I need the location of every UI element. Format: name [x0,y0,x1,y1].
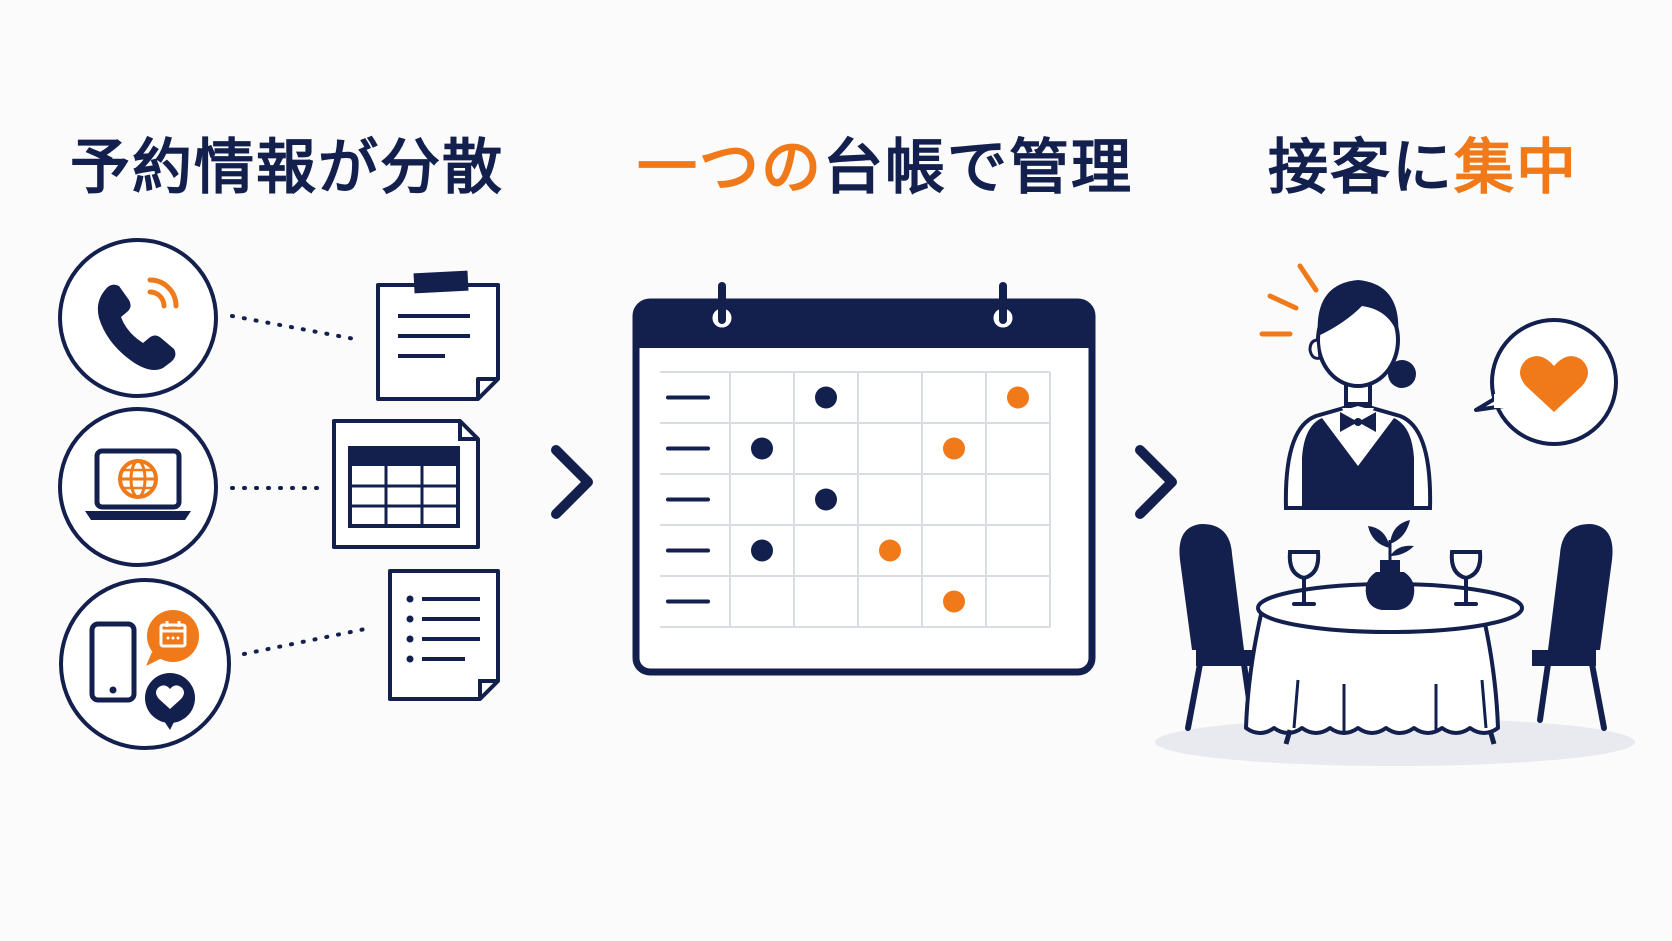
step1-title-main: 予約情報が分散 [70,133,504,203]
chevron-right-icon [551,445,593,519]
heart-chat-icon [145,673,195,730]
step1-title: 予約情報が分散 [70,138,504,198]
mobile-circle [59,578,231,750]
attention-rays [1259,263,1319,337]
laptop-circle [58,407,218,567]
flower-vase-icon [1365,520,1415,610]
ledger-dots [751,386,1029,613]
wine-glass-icon [1287,550,1321,606]
reservation-dot [815,386,837,409]
reservation-dot [879,539,901,562]
heart-speech-bubble-icon [1474,318,1618,446]
step1-illustration [58,238,500,750]
wine-glass-icon [1449,550,1483,606]
laptop-globe-icon [85,448,191,520]
step3-illustration [1155,263,1635,766]
step2-title: 一つの台帳で管理 [637,138,1133,198]
phone-circle [58,238,218,398]
sticky-note-icon [376,270,500,401]
step3-title-accent: 集中 [1454,133,1578,203]
dining-table-icon [1179,520,1613,745]
smartphone-icon [89,621,137,703]
step3-title-main: 接客に [1268,133,1454,203]
ledger-row-labels [666,395,710,604]
checklist-icon [388,569,500,701]
reservation-dot [1007,386,1029,409]
waiter-icon [1283,280,1433,510]
reservation-dot [943,590,965,613]
step3-title: 接客に集中 [1268,138,1578,198]
calendar-ledger-icon [632,282,1096,676]
ledger-grid [660,371,1051,628]
step2-title-accent: 一つの [637,133,823,203]
spreadsheet-icon [332,419,480,549]
connector-lines [230,314,372,656]
reservation-dot [751,437,773,460]
reservation-dot [815,488,837,511]
step2-title-main: 台帳で管理 [823,133,1133,203]
reservation-dot [751,539,773,562]
chevron-right-icon [1135,445,1177,519]
phone-icon [97,277,179,370]
calendar-chat-icon [146,610,199,666]
reservation-dot [943,437,965,460]
